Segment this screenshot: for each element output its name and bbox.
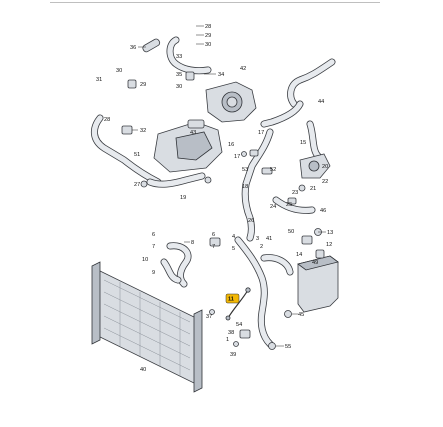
label-7-left: 7 xyxy=(152,244,155,250)
label-36: 36 xyxy=(130,45,136,51)
label-28-top: 28 xyxy=(205,24,211,30)
label-10: 10 xyxy=(142,257,148,263)
label-7-mid: 7 xyxy=(212,244,215,250)
label-6-mid: 6 xyxy=(212,232,215,238)
label-29-left: 29 xyxy=(140,82,146,88)
label-20: 20 xyxy=(322,164,328,170)
label-26: 26 xyxy=(248,218,254,224)
label-22: 22 xyxy=(322,179,328,185)
label-55: 55 xyxy=(285,344,291,350)
small-pump-right xyxy=(299,153,331,179)
label-30-top: 30 xyxy=(205,42,211,48)
label-18: 18 xyxy=(242,184,248,190)
label-3: 3 xyxy=(256,236,259,242)
label-24: 24 xyxy=(270,204,276,210)
label-53: 53 xyxy=(242,167,248,173)
expansion-tank xyxy=(297,249,339,313)
label-50: 50 xyxy=(288,229,294,235)
label-30-mid: 30 xyxy=(176,84,182,90)
callouts: 28 29 30 36 31 30 29 33 35 30 34 42 44 2… xyxy=(96,24,333,373)
label-40: 40 xyxy=(140,367,146,373)
label-11: 11 xyxy=(228,297,234,303)
label-38: 38 xyxy=(228,330,234,336)
label-14: 14 xyxy=(296,252,302,258)
label-4: 4 xyxy=(232,234,235,240)
label-54: 54 xyxy=(236,322,242,328)
label-21: 21 xyxy=(310,186,316,192)
hose-upper-left xyxy=(91,114,206,188)
sensor-wire xyxy=(225,287,251,321)
small-fittings xyxy=(121,38,322,350)
label-19: 19 xyxy=(180,195,186,201)
label-15: 15 xyxy=(300,140,306,146)
label-13: 13 xyxy=(327,230,333,236)
label-30-left: 30 xyxy=(116,68,122,74)
label-17-right: 17 xyxy=(258,130,264,136)
label-23: 23 xyxy=(292,190,298,196)
label-39: 39 xyxy=(230,352,236,358)
label-49: 49 xyxy=(312,260,318,266)
label-44: 44 xyxy=(318,99,324,105)
label-46: 46 xyxy=(320,208,326,214)
hose-center-vertical xyxy=(241,128,274,242)
label-1: 1 xyxy=(226,337,229,343)
label-8: 8 xyxy=(191,240,194,246)
label-29-top: 29 xyxy=(205,33,211,39)
thermostat-housing xyxy=(153,119,223,173)
label-34: 34 xyxy=(218,72,224,78)
label-42: 42 xyxy=(240,66,246,72)
label-32: 32 xyxy=(140,128,146,134)
label-43: 43 xyxy=(190,130,196,136)
coolant-pump xyxy=(205,81,257,123)
label-16: 16 xyxy=(228,142,234,148)
label-37: 37 xyxy=(206,314,212,320)
radiator xyxy=(91,261,203,393)
label-17-mid: 17 xyxy=(234,154,240,160)
label-28-left: 28 xyxy=(104,117,110,123)
hose-top-small xyxy=(166,36,212,75)
hose-right-mid xyxy=(272,120,322,214)
label-51: 51 xyxy=(134,152,140,158)
hose-lower-center xyxy=(234,236,294,348)
label-41: 41 xyxy=(266,236,272,242)
label-6-left: 6 xyxy=(152,232,155,238)
label-52: 52 xyxy=(270,167,276,173)
hose-left-pipes xyxy=(160,242,192,288)
label-12: 12 xyxy=(326,242,332,248)
label-5: 5 xyxy=(232,246,235,252)
label-25: 25 xyxy=(286,202,292,208)
label-27: 27 xyxy=(134,182,140,188)
label-35: 35 xyxy=(176,72,182,78)
label-2: 2 xyxy=(260,244,263,250)
label-45: 45 xyxy=(298,312,304,318)
hose-right-upper xyxy=(260,58,336,128)
label-33: 33 xyxy=(176,54,182,60)
header-rule xyxy=(50,2,380,3)
label-9: 9 xyxy=(152,270,155,276)
label-31: 31 xyxy=(96,77,102,83)
highlight-box-11 xyxy=(225,293,240,304)
